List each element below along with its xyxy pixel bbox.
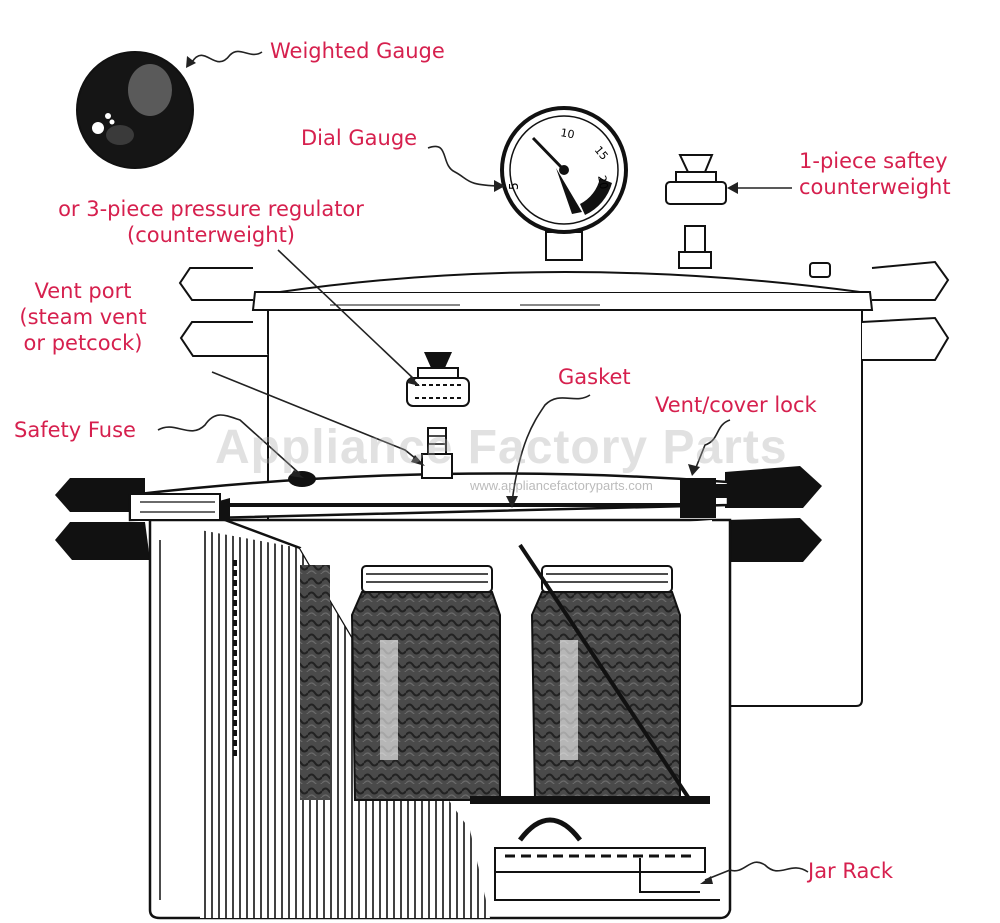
three-piece-regulator-icon xyxy=(406,352,470,407)
jar-rack-icon xyxy=(470,796,720,901)
one-piece-counterweight-icon xyxy=(665,154,727,205)
weighted-gauge-icon xyxy=(76,51,194,169)
label-weighted-gauge: Weighted Gauge xyxy=(270,39,445,63)
label-one-piece-counterweight: 1-piece saftey counterweight xyxy=(799,149,951,199)
dial-gauge-icon: 10 5 15 20 xyxy=(500,106,628,234)
canning-jar-right xyxy=(518,543,692,802)
label-vent-port: Vent port (steam vent or petcock) xyxy=(19,279,147,355)
dial-tick-label: 5 xyxy=(507,182,521,190)
label-vent-cover-lock: Vent/cover lock xyxy=(655,393,817,417)
dial-tick-label: 20 xyxy=(595,174,610,190)
label-gasket: Gasket xyxy=(558,365,631,389)
label-three-piece-regulator: or 3-piece pressure regulator (counterwe… xyxy=(58,197,364,247)
front-canner xyxy=(55,427,822,920)
canning-jar-back xyxy=(300,565,330,800)
dial-tick-label: 10 xyxy=(559,126,575,141)
label-jar-rack: Jar Rack xyxy=(808,859,894,883)
label-safety-fuse: Safety Fuse xyxy=(14,418,136,442)
leader-lines xyxy=(157,50,809,881)
watermark-url: www.appliancefactoryparts.com xyxy=(470,478,653,493)
label-dial-gauge: Dial Gauge xyxy=(301,126,418,150)
arrowheads xyxy=(186,56,738,884)
canning-jar-left xyxy=(350,565,501,801)
watermark: Appliance Factory Parts xyxy=(215,421,788,474)
